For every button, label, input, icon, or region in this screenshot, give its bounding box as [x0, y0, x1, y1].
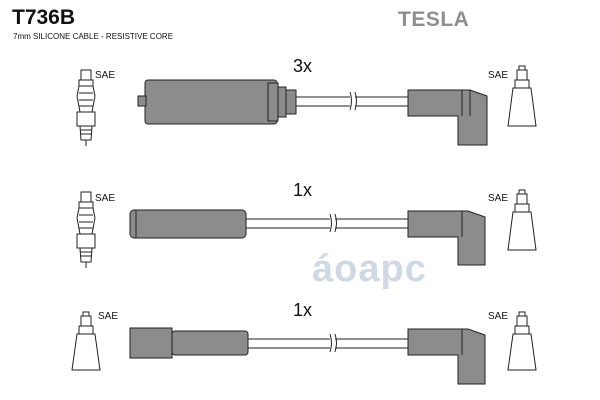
lead-quantity: 1x — [293, 180, 313, 200]
spark-plug-icon — [76, 69, 96, 146]
right-end-type: SAE — [488, 311, 509, 322]
cable — [246, 213, 408, 233]
right-end-type: SAE — [488, 70, 509, 81]
coil-boot — [407, 328, 486, 385]
lead-quantity: 1x — [293, 300, 313, 320]
right-end-type: SAE — [488, 193, 509, 204]
coil-terminal-icon — [507, 65, 537, 127]
cable — [296, 91, 408, 111]
plug-boot — [129, 209, 247, 239]
part-number: T736B — [12, 6, 76, 29]
watermark: áoapc — [312, 248, 427, 290]
coil-terminal-icon — [507, 311, 537, 371]
spark-plug-icon — [76, 191, 96, 268]
coil-boot — [407, 210, 486, 266]
coil-terminal-icon — [71, 311, 101, 371]
lead-quantity: 3x — [293, 56, 313, 76]
left-end-type: SAE — [95, 193, 116, 204]
cable-description: 7mm SILICONE CABLE - RESISTIVE CORE — [13, 32, 174, 41]
coil-boot — [407, 89, 488, 146]
left-end-type: SAE — [98, 311, 119, 322]
plug-boot — [137, 79, 297, 125]
left-end-type: SAE — [95, 70, 116, 81]
plug-boot — [129, 327, 249, 359]
coil-terminal-icon — [507, 189, 537, 251]
brand-logo: TESLA — [398, 8, 470, 31]
cable — [248, 333, 408, 353]
